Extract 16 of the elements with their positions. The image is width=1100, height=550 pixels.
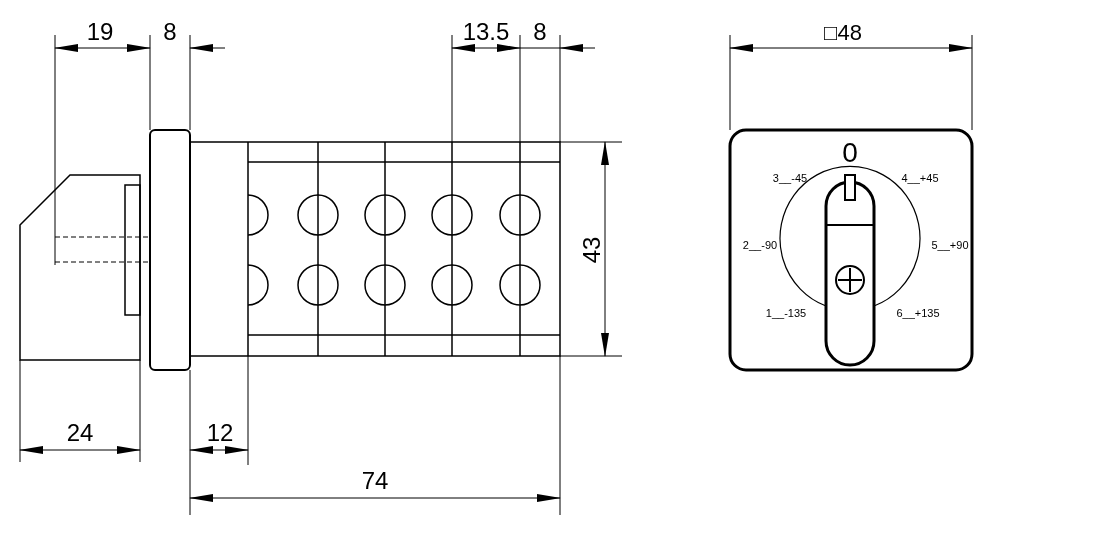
dial-position-label: 0 [842, 139, 858, 167]
dimension-value: 12 [206, 421, 234, 445]
dimension-value: 8 [163, 20, 177, 44]
dial-position-label: 2__-90 [742, 239, 778, 251]
dial-position-label: 1__-135 [765, 307, 807, 319]
dial-position-label: 5__+90 [931, 239, 969, 251]
dial-position-label: 4__+45 [901, 172, 939, 184]
dimension-value: 8 [533, 20, 547, 44]
dimension-value: 19 [86, 20, 114, 44]
dimension-value: 13.5 [462, 20, 510, 44]
dial-position-label: 3__-45 [772, 172, 808, 184]
dimension-value: 43 [580, 236, 604, 264]
dimension-value: □48 [824, 22, 862, 44]
dimension-value: 74 [361, 469, 389, 493]
dimension-value: 24 [66, 421, 94, 445]
dial-position-label: 6__+135 [896, 307, 940, 319]
